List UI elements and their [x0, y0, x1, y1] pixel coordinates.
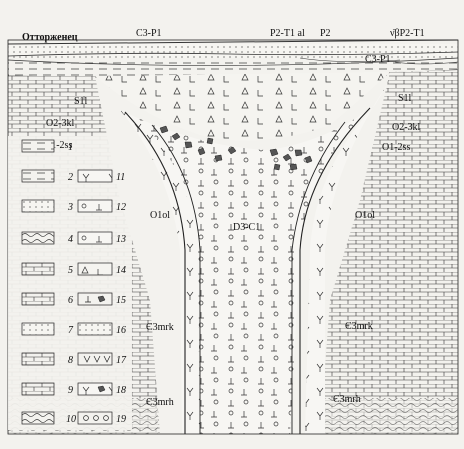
legend-number-9: 9 [68, 385, 73, 396]
legend-swatch-14 [77, 262, 113, 276]
legend-swatch-12 [77, 199, 113, 213]
legend-swatch-7 [21, 322, 55, 336]
breccia-blocks [159, 125, 313, 171]
legend-number-14: 14 [116, 265, 126, 276]
legend-number-5: 5 [68, 265, 73, 276]
legend-number-6: 6 [68, 295, 73, 306]
legend-number-10: 10 [66, 414, 76, 425]
legend-number-18: 18 [116, 385, 126, 396]
legend-swatch-1 [21, 139, 55, 153]
legend-swatch-5 [21, 262, 55, 276]
unit-label-o12ss-right: O1-2ss [382, 142, 410, 153]
unit-label-s1l-left: S1l [74, 96, 88, 107]
unit-label-p2t1al: P2-T1 al [270, 28, 305, 39]
legend-panel [8, 136, 132, 430]
unit-label-e3mrk-left: Є3mrk [146, 322, 174, 333]
unit-label-e3mrk-right: Є3mrk [345, 321, 373, 332]
pipe-core [120, 105, 375, 434]
unit-label-s1l-right: S1l [398, 93, 412, 104]
unit-label-p2: P2 [320, 28, 331, 39]
legend-number-1: 1 [68, 142, 73, 153]
legend-number-11: 11 [116, 172, 125, 183]
pipe-upper-fill [95, 72, 390, 141]
legend-swatch-18 [77, 382, 113, 396]
legend-swatch-15 [77, 292, 113, 306]
legend-number-3: 3 [67, 202, 73, 213]
unit-label-o1ol-left: O1ol [150, 210, 170, 221]
legend-swatch-10 [21, 411, 55, 425]
legend-number-7: 7 [68, 325, 74, 336]
legend-swatch-16 [77, 322, 113, 336]
host-rock-right [320, 70, 458, 434]
legend-number-17: 17 [116, 355, 127, 366]
legend-swatch-3 [21, 199, 55, 213]
unit-label-d3c1: D3-C1 [233, 222, 260, 233]
top-label-left: Отторженец [22, 32, 78, 43]
unit-label-o12ss-left: O1-2ss [44, 140, 72, 151]
legend-swatch-19 [77, 411, 113, 425]
legend-swatch-2 [21, 169, 55, 183]
legend-number-12: 12 [116, 202, 126, 213]
legend-number-2: 2 [68, 172, 73, 183]
unit-label-nbp2t1: ν̄βP2-T1 [390, 28, 425, 39]
legend-left: 1 2 3 4 5 6 7 8 9 10 [21, 139, 76, 425]
legend-number-15: 15 [116, 295, 126, 306]
unit-labels: Отторженец C3-P1 P2-T1 al P2 ν̄βP2-T1 C3… [22, 28, 425, 408]
legend-right: 11 12 13 14 15 16 17 18 19 [77, 169, 127, 425]
legend-swatch-17 [77, 352, 113, 366]
unit-label-e3mrh-left: Є3mrh [146, 397, 174, 408]
legend-swatch-11 [77, 169, 113, 183]
legend-swatch-6 [21, 292, 55, 306]
unit-label-c3p1: C3-P1 [136, 28, 162, 39]
legend-number-4: 4 [68, 234, 73, 245]
legend-number-19: 19 [116, 414, 126, 425]
legend-number-8: 8 [68, 355, 73, 366]
unit-label-e3mrh-right: Є3mrh [333, 394, 361, 405]
top-sediment-layers [7, 39, 459, 78]
unit-label-o1ol-right: O1ol [355, 210, 375, 221]
legend-number-13: 13 [116, 234, 126, 245]
unit-label-o23kl-right: O2-3kl [392, 122, 421, 133]
legend-number-16: 16 [116, 325, 126, 336]
legend-swatch-13 [77, 231, 113, 245]
pipe-margins [120, 80, 390, 434]
legend-swatch-4 [21, 231, 55, 245]
legend-swatch-9 [21, 382, 55, 396]
legend-swatch-8 [21, 352, 55, 366]
unit-label-o23kl-left: O2-3kl [46, 118, 75, 129]
unit-label-c3p1-right: C3-P1 [365, 54, 391, 65]
